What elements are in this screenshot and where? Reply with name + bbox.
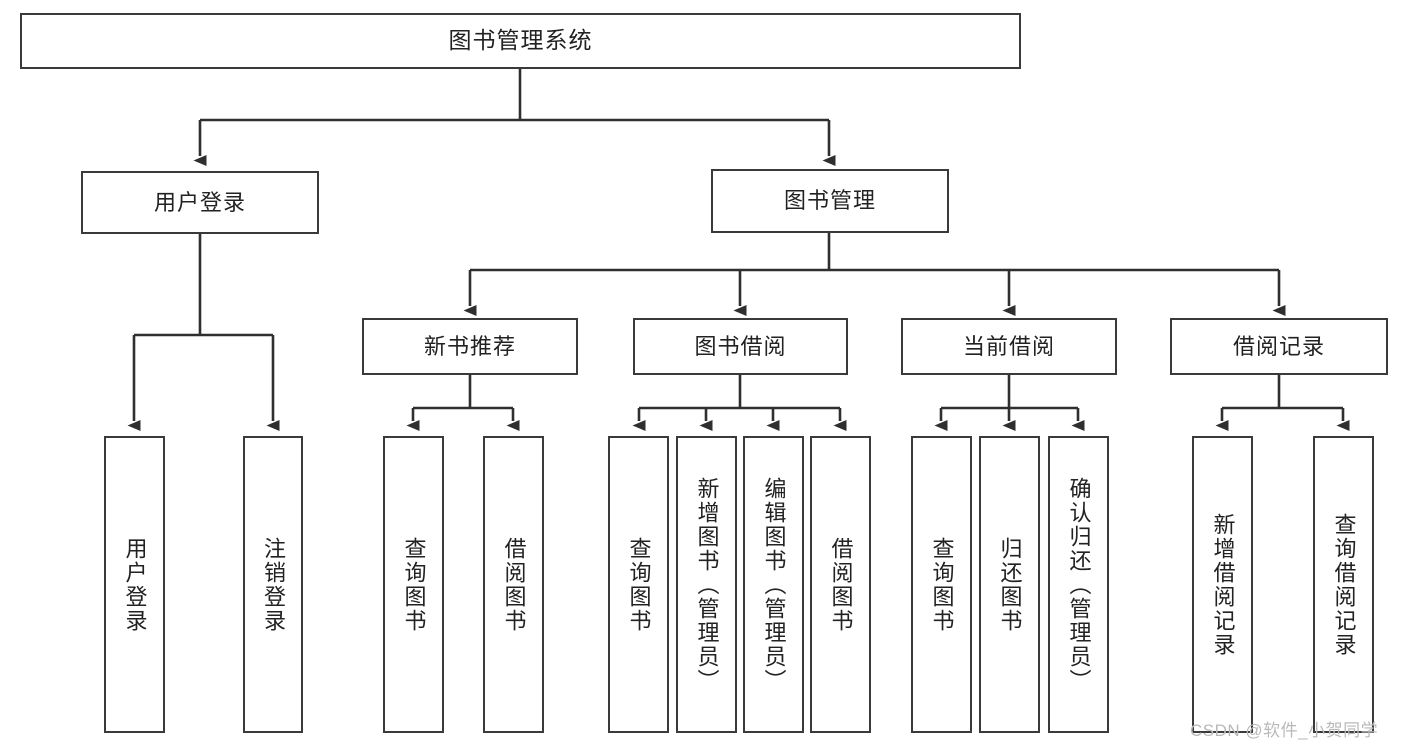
node-leaf-query-book-3-label: 查询图书 bbox=[929, 536, 955, 633]
node-leaf-query-record-label: 查询借阅记录 bbox=[1331, 512, 1357, 657]
node-leaf-logout[interactable]: 注销登录 bbox=[243, 436, 303, 733]
node-user-login[interactable]: 用户登录 bbox=[81, 171, 319, 234]
node-leaf-borrow-book-2[interactable]: 借阅图书 bbox=[810, 436, 871, 733]
node-leaf-add-book[interactable]: 新增图书（管理员） bbox=[676, 436, 737, 733]
node-leaf-user-login-label: 用户登录 bbox=[122, 536, 148, 633]
node-borrow-record-label: 借阅记录 bbox=[1232, 333, 1325, 359]
node-borrow-record[interactable]: 借阅记录 bbox=[1170, 318, 1388, 375]
node-leaf-logout-label: 注销登录 bbox=[260, 536, 286, 633]
node-leaf-query-book-2-label: 查询图书 bbox=[626, 536, 652, 633]
watermark: CSDN @软件_小贺同学 bbox=[1190, 721, 1379, 740]
node-leaf-confirm-return-label: 确认归还（管理员） bbox=[1066, 476, 1092, 693]
node-new-book-rec[interactable]: 新书推荐 bbox=[362, 318, 578, 375]
node-new-book-rec-label: 新书推荐 bbox=[423, 333, 516, 359]
node-leaf-borrow-book-1-label: 借阅图书 bbox=[501, 536, 527, 633]
node-leaf-edit-book-label: 编辑图书（管理员） bbox=[761, 476, 787, 693]
node-leaf-borrow-book-2-label: 借阅图书 bbox=[828, 536, 854, 633]
node-leaf-user-login[interactable]: 用户登录 bbox=[104, 436, 165, 733]
node-book-manage[interactable]: 图书管理 bbox=[711, 169, 949, 233]
node-leaf-query-book-1[interactable]: 查询图书 bbox=[383, 436, 444, 733]
node-book-borrow[interactable]: 图书借阅 bbox=[633, 318, 848, 375]
node-user-login-label: 用户登录 bbox=[153, 189, 246, 215]
node-leaf-add-record-label: 新增借阅记录 bbox=[1210, 512, 1236, 657]
node-leaf-edit-book[interactable]: 编辑图书（管理员） bbox=[743, 436, 804, 733]
node-leaf-query-book-2[interactable]: 查询图书 bbox=[608, 436, 669, 733]
node-current-borrow-label: 当前借阅 bbox=[962, 333, 1055, 359]
node-leaf-add-record[interactable]: 新增借阅记录 bbox=[1192, 436, 1253, 733]
node-book-manage-label: 图书管理 bbox=[783, 188, 876, 214]
node-leaf-add-book-label: 新增图书（管理员） bbox=[694, 476, 720, 693]
node-leaf-query-book-1-label: 查询图书 bbox=[401, 536, 427, 633]
node-leaf-borrow-book-1[interactable]: 借阅图书 bbox=[483, 436, 544, 733]
node-leaf-confirm-return[interactable]: 确认归还（管理员） bbox=[1048, 436, 1109, 733]
node-root[interactable]: 图书管理系统 bbox=[20, 13, 1021, 69]
node-root-label: 图书管理系统 bbox=[448, 27, 593, 54]
node-leaf-return-book-label: 归还图书 bbox=[997, 536, 1023, 633]
node-current-borrow[interactable]: 当前借阅 bbox=[901, 318, 1117, 375]
node-leaf-query-book-3[interactable]: 查询图书 bbox=[911, 436, 972, 733]
node-leaf-query-record[interactable]: 查询借阅记录 bbox=[1313, 436, 1374, 733]
node-leaf-return-book[interactable]: 归还图书 bbox=[979, 436, 1040, 733]
node-book-borrow-label: 图书借阅 bbox=[694, 333, 787, 359]
